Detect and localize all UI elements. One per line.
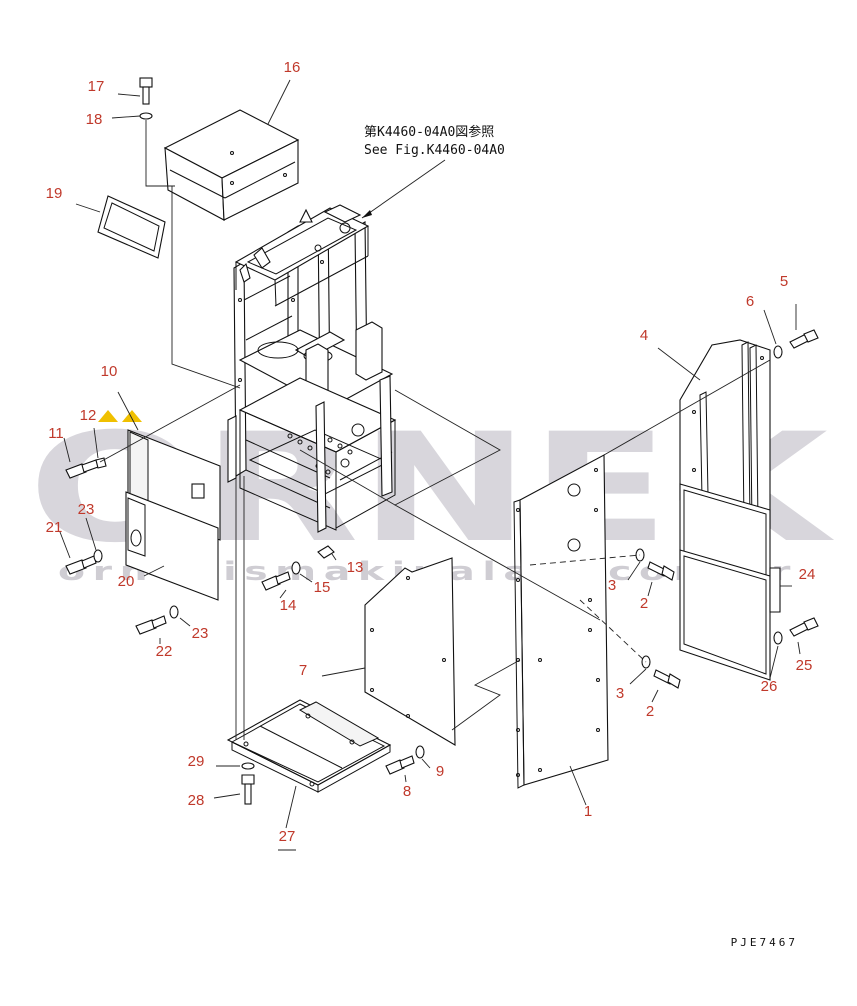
callout-8: 8 (403, 783, 411, 800)
callout-12: 12 (80, 407, 97, 424)
drawing-code: PJE7467 (731, 936, 798, 949)
part-13-nut (317, 545, 335, 559)
part-1-side-panel (513, 454, 609, 789)
callout-6: 6 (746, 293, 754, 310)
callout-29: 29 (188, 753, 205, 770)
part-8-bolt (385, 755, 415, 775)
part-9-washer (415, 745, 425, 759)
callout-28: 28 (188, 792, 205, 809)
callout-4: 4 (640, 327, 648, 344)
reference-note-japanese: 第K4460-04A0図参照 (364, 124, 494, 140)
callout-19: 19 (46, 185, 63, 202)
callout-24: 24 (799, 566, 816, 583)
callout-21: 21 (46, 519, 63, 536)
callout-labels: 1 2 2 3 3 4 5 6 7 8 9 10 11 12 13 14 15 … (46, 59, 816, 845)
callout-26: 26 (761, 678, 778, 695)
part-28-bolt (241, 774, 255, 805)
part-29-washer (241, 762, 255, 770)
part-24-side-panels (679, 483, 781, 681)
part-2-bolt (653, 669, 681, 689)
callout-18: 18 (86, 111, 103, 128)
callout-9: 9 (436, 763, 444, 780)
part-2-bolt (647, 561, 675, 581)
callout-27: 27 (279, 828, 296, 845)
part-16-top-cover (163, 109, 300, 221)
part-7-inner-panel (364, 557, 456, 746)
callout-25: 25 (796, 657, 813, 674)
callout-20: 20 (118, 573, 135, 590)
callout-13: 13 (347, 559, 364, 576)
callout-2: 2 (640, 595, 648, 612)
callout-17: 17 (88, 78, 105, 95)
part-14-bolt (261, 571, 291, 591)
part-26-washer (773, 631, 783, 645)
callout-23: 23 (192, 625, 209, 642)
callout-16: 16 (284, 59, 301, 76)
part-19-gasket (97, 195, 166, 259)
part-23-washer (93, 549, 103, 563)
callout-23: 23 (78, 501, 95, 518)
callout-1: 1 (584, 803, 592, 820)
reference-note-english: See Fig.K4460-04A0 (364, 143, 505, 158)
callout-5: 5 (780, 273, 788, 290)
part-18-washer (139, 112, 153, 120)
part-17-bolt (139, 77, 153, 105)
assembly-lines (99, 186, 771, 851)
part-25-bolt (789, 617, 819, 637)
part-15-washer (291, 561, 301, 575)
part-5-bolt (789, 329, 819, 349)
callout-7: 7 (299, 662, 307, 679)
part-27-bottom-plate (226, 699, 392, 793)
watermark-accent-icon (98, 410, 118, 422)
callout-3: 3 (616, 685, 624, 702)
callout-3: 3 (608, 577, 616, 594)
part-22-bolt (135, 615, 167, 635)
callout-11: 11 (48, 425, 64, 442)
callout-14: 14 (280, 597, 297, 614)
callout-2: 2 (646, 703, 654, 720)
watermark-accent-icon (122, 410, 142, 422)
part-23-washer (169, 605, 179, 619)
main-frame (227, 204, 397, 533)
callout-15: 15 (314, 579, 331, 596)
callout-22: 22 (156, 643, 173, 660)
callout-leaders (59, 79, 801, 829)
part-6-washer (773, 345, 783, 359)
part-21-bolt (65, 555, 97, 575)
callout-10: 10 (101, 363, 118, 380)
